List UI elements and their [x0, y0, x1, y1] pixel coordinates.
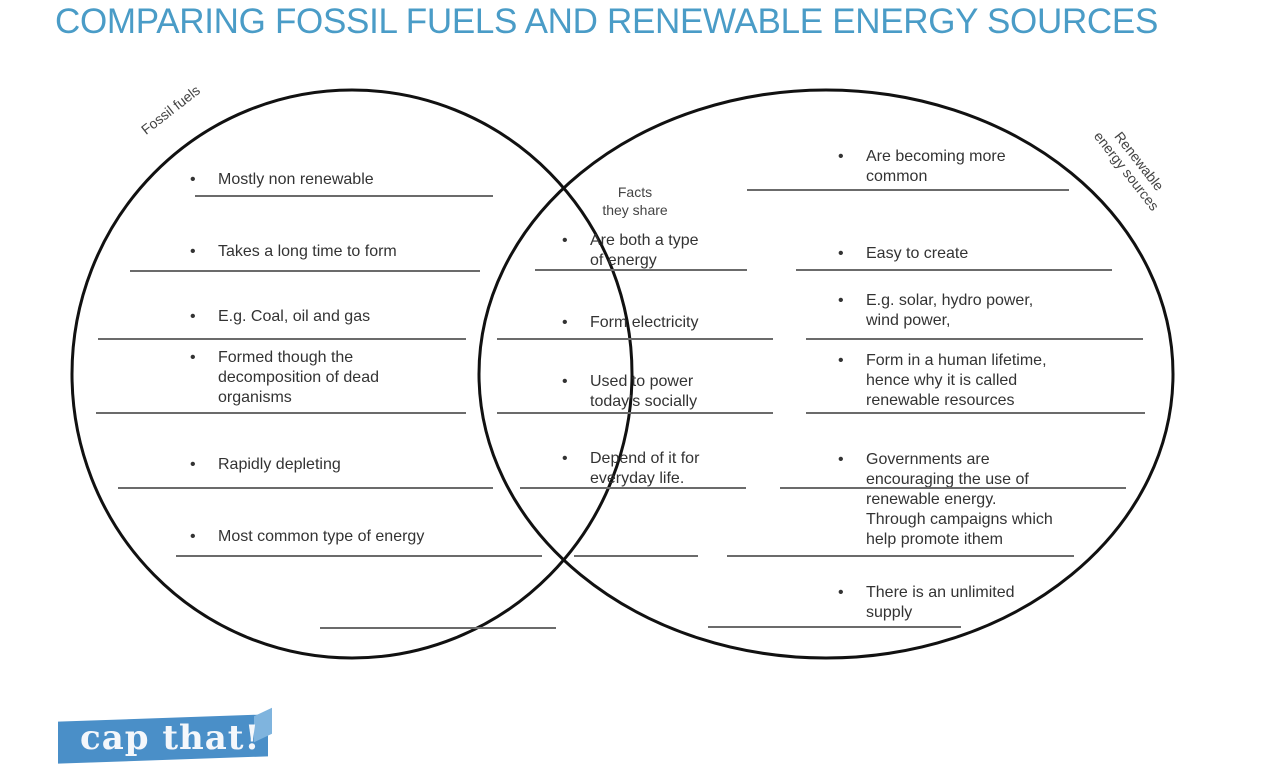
- write-line: [727, 555, 1074, 557]
- bullet-icon: •: [838, 148, 844, 165]
- bullet-icon: •: [190, 308, 196, 325]
- write-line: [96, 412, 466, 414]
- logo-text: cap that!: [80, 718, 261, 758]
- write-line: [320, 627, 556, 629]
- write-line: [574, 555, 698, 557]
- bullet-icon: •: [838, 352, 844, 369]
- write-line: [130, 270, 480, 272]
- bullet-icon: •: [190, 456, 196, 473]
- write-line: [747, 189, 1069, 191]
- write-line: [520, 487, 746, 489]
- bullet-icon: •: [190, 243, 196, 260]
- bullet-icon: •: [562, 314, 568, 331]
- bullet-icon: •: [562, 450, 568, 467]
- fossil-fuels-circle: [70, 88, 634, 660]
- write-line: [796, 269, 1112, 271]
- write-line: [176, 555, 542, 557]
- write-line: [780, 487, 1126, 489]
- bullet-icon: •: [838, 292, 844, 309]
- write-line: [195, 195, 493, 197]
- bullet-icon: •: [838, 451, 844, 468]
- bullet-icon: •: [190, 171, 196, 188]
- bullet-icon: •: [562, 232, 568, 249]
- write-line: [497, 338, 773, 340]
- bullet-icon: •: [838, 245, 844, 262]
- write-line: [535, 269, 747, 271]
- page-title: COMPARING FOSSIL FUELS AND RENEWABLE ENE…: [55, 2, 1158, 41]
- renewable-circle: [477, 88, 1175, 660]
- bullet-icon: •: [562, 373, 568, 390]
- shared-facts-header: Facts they share: [602, 184, 668, 218]
- write-line: [118, 487, 493, 489]
- write-line: [98, 338, 466, 340]
- write-line: [806, 338, 1143, 340]
- write-line: [708, 626, 961, 628]
- bullet-icon: •: [190, 528, 196, 545]
- write-line: [806, 412, 1145, 414]
- write-line: [497, 412, 773, 414]
- bullet-icon: •: [838, 584, 844, 601]
- bullet-icon: •: [190, 349, 196, 366]
